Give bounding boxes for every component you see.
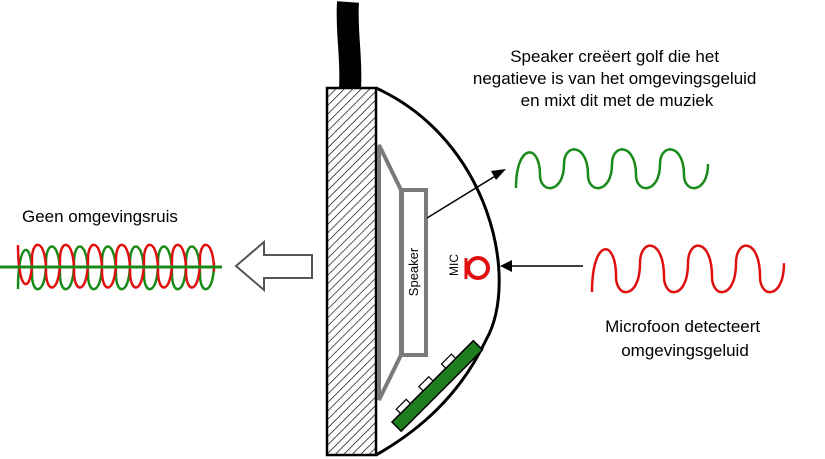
speaker-caption-line-1: Speaker creëert golf die het	[510, 47, 719, 66]
speaker	[400, 188, 428, 357]
mic-label: MIC	[447, 254, 461, 276]
mic-caption-line-1: Microfoon detecteert	[605, 317, 760, 336]
speaker-caption: Speaker creëert golf die het negatieve i…	[473, 47, 761, 110]
mic-caption: Microfoon detecteert omgevingsgeluid	[605, 317, 765, 360]
noise-caption: Geen omgevingsruis	[22, 207, 178, 226]
headphone-cable	[336, 1, 362, 89]
speaker-caption-line-3: en mixt dit met de muziek	[521, 91, 714, 110]
arrowhead-icon	[491, 169, 506, 180]
arrowhead-icon	[500, 260, 512, 272]
speaker-output-arrow	[426, 174, 498, 219]
output-arrow-icon	[234, 239, 313, 293]
speaker-cone	[377, 144, 403, 401]
microphone-icon	[464, 256, 490, 280]
mic-caption-line-2: omgevingsgeluid	[621, 341, 749, 360]
ambient-noise-wave	[590, 244, 786, 294]
earcup-wall	[325, 86, 378, 457]
speaker-label: Speaker	[406, 247, 421, 296]
speaker-caption-line-2: negatieve is van het omgevingsgeluid	[473, 69, 757, 88]
anti-noise-wave	[514, 148, 710, 190]
circuit-board	[390, 339, 484, 433]
cancelled-wave-red	[16, 243, 216, 289]
